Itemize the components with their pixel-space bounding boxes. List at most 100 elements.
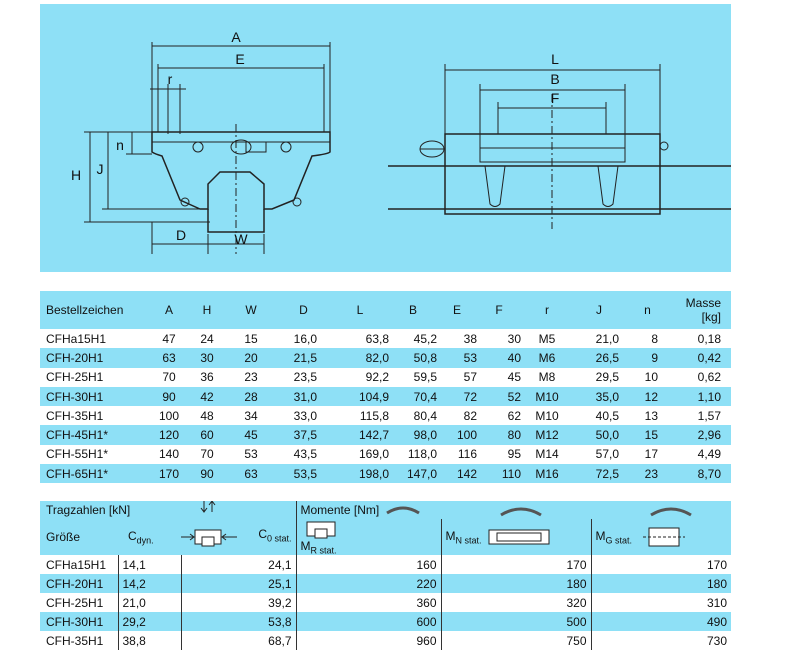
label-H: H — [71, 167, 81, 183]
table-cell: 14,1 — [117, 555, 181, 575]
dimensions-header-row: Bestellzeichen A H W D L B E F r J n Mas… — [40, 291, 731, 329]
col-D: D — [299, 303, 308, 317]
row-groesse: CFH-25H1 — [46, 595, 104, 610]
label-E: E — [235, 51, 244, 67]
yaw-moment-arrow-icon — [650, 507, 692, 517]
table-cell: 12 — [644, 389, 658, 404]
mg-sub: G stat. — [605, 535, 633, 546]
c-stat-icon-cell — [181, 500, 296, 519]
table-cell: 45 — [507, 370, 521, 385]
table-cell: 34 — [244, 408, 258, 423]
table-cell: 600 — [295, 612, 441, 632]
table-cell: 1,57 — [697, 408, 721, 423]
row-groesse: CFH-20H1 — [46, 576, 104, 591]
table-cell: 95 — [507, 447, 521, 462]
table-cell: 40 — [507, 350, 521, 365]
table-cell: 118,0 — [407, 447, 437, 462]
table-cell: 198,0 — [358, 466, 389, 481]
table-cell: 360 — [295, 593, 441, 613]
table-cell: 8 — [651, 331, 658, 346]
table-cell: 1,10 — [697, 389, 721, 404]
label-L: L — [551, 51, 559, 67]
label-W: W — [234, 231, 248, 247]
row-bestellzeichen: CFH-20H1 — [46, 350, 104, 365]
table-cell: 57,0 — [595, 447, 619, 462]
table-cell: 15 — [644, 428, 658, 443]
table-cell: 0,62 — [697, 370, 721, 385]
carriage-icon-c — [181, 529, 237, 547]
table-cell: 104,9 — [358, 389, 389, 404]
pitch-moment-arrow-icon — [500, 507, 542, 517]
table-cell: M12 — [535, 428, 559, 443]
label-F: F — [551, 90, 560, 106]
table-cell: 23 — [644, 466, 658, 481]
table-cell: 53,5 — [293, 466, 317, 481]
mn-icon-cell — [441, 501, 591, 519]
tragzahlen-heading: Tragzahlen [kN] — [46, 503, 131, 517]
table-cell: 48 — [200, 408, 214, 423]
row-bestellzeichen: CFH-55H1* — [46, 447, 109, 462]
front-view-block — [151, 131, 331, 210]
row-bestellzeichen: CFH-30H1 — [46, 389, 104, 404]
col-groesse: Größe — [46, 530, 81, 545]
table-cell: 142 — [456, 466, 477, 481]
load-header-row-2: Größe Cdyn. C0 stat. MR stat. MN stat. M… — [40, 519, 731, 556]
table-cell: M10 — [535, 389, 559, 404]
col-A: A — [164, 303, 173, 317]
table-cell: 100 — [456, 428, 477, 443]
table-cell: 70,4 — [413, 389, 437, 404]
table-cell: 21,0 — [117, 593, 181, 613]
table-cell: 80 — [507, 428, 521, 443]
col-c-dyn: Cdyn. — [118, 519, 181, 555]
label-J: J — [97, 161, 104, 177]
table-cell: 220 — [295, 574, 441, 594]
table-cell: 180 — [590, 574, 731, 594]
table-cell: 43,5 — [293, 447, 317, 462]
table-cell: 16,0 — [293, 331, 317, 346]
table-cell: 68,7 — [180, 631, 296, 650]
table-cell: 142,7 — [358, 428, 389, 443]
row-bestellzeichen: CFH-25H1 — [46, 370, 104, 385]
col-E: E — [452, 303, 461, 317]
mg-label: M — [595, 529, 606, 544]
carriage-side-icon-mn — [488, 529, 550, 545]
load-header-row-1: Tragzahlen [kN] Momente [Nm] — [40, 500, 731, 519]
table-cell: 33,0 — [293, 408, 317, 423]
table-cell: 21,0 — [595, 331, 619, 346]
momente-heading: Momente [Nm] — [295, 501, 441, 519]
label-n: n — [116, 137, 124, 153]
table-cell: 17 — [644, 447, 658, 462]
col-mg: MG stat. — [590, 519, 731, 556]
table-cell: 38 — [463, 331, 477, 346]
table-cell: 72 — [463, 389, 477, 404]
table-cell: 45 — [244, 428, 258, 443]
table-cell: 310 — [590, 593, 731, 613]
table-cell: 30 — [507, 331, 521, 346]
table-cell: 960 — [295, 631, 441, 650]
table-cell: 98,0 — [413, 428, 437, 443]
col-L: L — [356, 303, 364, 317]
label-A: A — [231, 29, 241, 45]
table-cell: 23,5 — [293, 370, 317, 385]
table-cell: 14,2 — [117, 574, 181, 594]
col-masse: Masse[kg] — [670, 291, 731, 329]
table-cell: 36 — [200, 370, 214, 385]
table-cell: 115,8 — [359, 408, 389, 423]
table-cell: 140 — [158, 447, 180, 462]
dimensions-table: Bestellzeichen A H W D L B E F r J n Mas… — [40, 291, 731, 484]
table-cell: 70 — [200, 447, 214, 462]
table-cell: 147,0 — [406, 466, 437, 481]
table-cell: 23 — [244, 370, 258, 385]
drawing-svg: A E r n H J D W L B F — [71, 29, 731, 254]
masse-unit: [kg] — [701, 310, 721, 324]
table-cell: 35,0 — [595, 389, 619, 404]
table-cell: 82 — [463, 408, 477, 423]
table-cell: 160 — [295, 555, 441, 575]
table-cell: 31,0 — [293, 389, 317, 404]
table-cell: 20 — [244, 350, 258, 365]
c-dyn-label: C — [128, 529, 137, 543]
table-cell: 39,2 — [180, 593, 296, 613]
